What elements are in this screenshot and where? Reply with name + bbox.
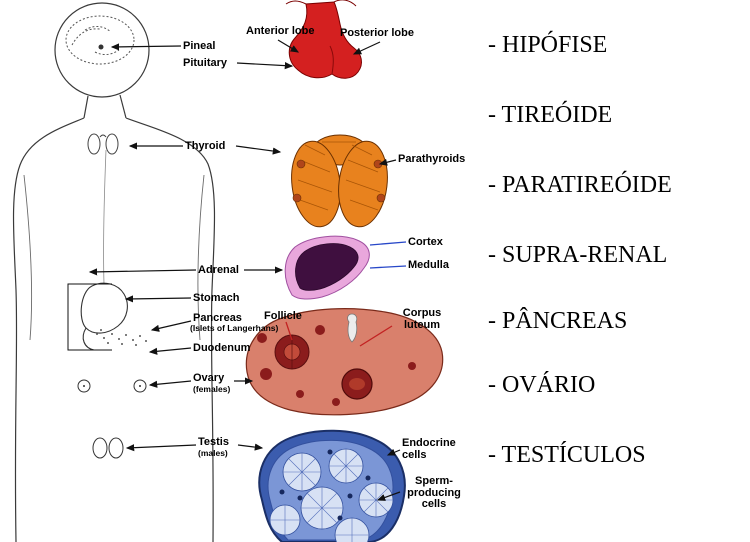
cortex-label: Cortex bbox=[408, 236, 443, 248]
testis-label: Testis bbox=[198, 436, 229, 448]
testes-sketch bbox=[92, 437, 124, 459]
posterior-lobe-label: Posterior lobe bbox=[340, 27, 414, 39]
brain-sketch bbox=[65, 15, 135, 65]
pineal-label: Pineal bbox=[183, 40, 216, 52]
corpus-luteum-label: Corpus luteum bbox=[402, 307, 442, 331]
term-ovario: - OVÁRIO bbox=[488, 372, 596, 398]
pituitary-illustration bbox=[285, 0, 362, 79]
parathyroids-label: Parathyroids bbox=[398, 153, 466, 165]
thyroid-illustration bbox=[291, 134, 388, 228]
colored-pointer-lines bbox=[285, 241, 407, 347]
term-paratireoide: - PARATIREÓIDE bbox=[488, 172, 672, 198]
follicle-structures bbox=[257, 325, 416, 406]
human-body-outline bbox=[12, 2, 216, 542]
pancreas-label: Pancreas bbox=[193, 312, 242, 324]
pancreas-sketch bbox=[96, 329, 147, 346]
term-testiculos: - TESTÍCULOS bbox=[488, 442, 646, 468]
stomach-sketch bbox=[80, 282, 128, 351]
anterior-lobe-label: Anterior lobe bbox=[246, 25, 315, 37]
ovaries-sketch bbox=[77, 379, 147, 393]
neck-thyroid-sketch bbox=[87, 133, 119, 155]
pancreas-sublabel: (Islets of Langerhans) bbox=[190, 323, 279, 333]
endocrine-cells-label: Endocrine cells bbox=[402, 437, 456, 461]
testis-sublabel: (males) bbox=[198, 448, 228, 458]
testis-illustration bbox=[258, 429, 406, 542]
pointer-arrows bbox=[67, 39, 401, 501]
term-tireoide: - TIREÓIDE bbox=[488, 102, 613, 128]
ovary-sublabel: (females) bbox=[193, 384, 231, 394]
ovary-label: Ovary bbox=[193, 372, 225, 384]
duodenum-label: Duodenum bbox=[193, 342, 251, 354]
pituitary-label: Pituitary bbox=[183, 57, 228, 69]
term-hipofise: - HIPÓFISE bbox=[488, 32, 608, 58]
adrenal-illustration bbox=[284, 235, 370, 300]
term-pancreas: - PÂNCREAS bbox=[488, 308, 628, 334]
thyroid-label: Thyroid bbox=[185, 140, 226, 152]
follicle-label: Follicle bbox=[264, 310, 302, 322]
ovary-illustration bbox=[245, 308, 444, 416]
ovulation-structure bbox=[347, 313, 358, 343]
sperm-producing-cells-label: Sperm-producing cells bbox=[407, 475, 461, 511]
medulla-label: Medulla bbox=[408, 259, 449, 271]
term-supra-renal: - SUPRA-RENAL bbox=[488, 242, 668, 268]
adrenal-label: Adrenal bbox=[198, 264, 239, 276]
stomach-label: Stomach bbox=[193, 292, 240, 304]
